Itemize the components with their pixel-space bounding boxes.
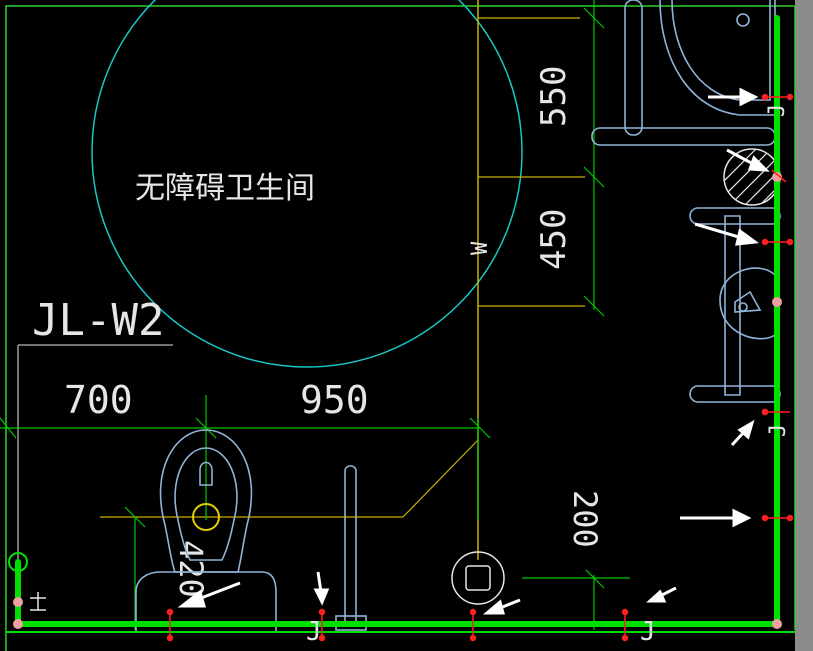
dim-tick-200 bbox=[585, 569, 605, 589]
toilet-bowl-outer bbox=[159, 429, 253, 573]
urinal-outlet bbox=[734, 290, 762, 313]
floor-drain-grate bbox=[465, 565, 491, 591]
dim-tick-1 bbox=[583, 7, 605, 29]
dim-950: 950 bbox=[300, 378, 369, 422]
riser-valve-symbol bbox=[30, 592, 46, 611]
dim-420: 420 bbox=[172, 540, 210, 598]
pipe-nodes bbox=[13, 172, 782, 629]
dim-tick-420 bbox=[124, 506, 146, 528]
basin-outer bbox=[659, 0, 776, 116]
basin-tap bbox=[736, 13, 750, 27]
valve-markers bbox=[166, 93, 794, 642]
sheet-frame bbox=[5, 5, 796, 651]
toilet-flush bbox=[199, 461, 213, 486]
dim-tick-h1 bbox=[0, 417, 17, 439]
turning-circle bbox=[91, 0, 523, 368]
toilet-axis-diagonal bbox=[402, 439, 479, 518]
dim-700: 700 bbox=[64, 378, 133, 422]
fixture-tag-j-1: J bbox=[306, 617, 322, 647]
fixture-tag-j-4: J bbox=[766, 424, 791, 437]
riser-symbol bbox=[8, 552, 28, 572]
supply-pipe bbox=[15, 15, 780, 627]
urinal-drain-dot bbox=[738, 302, 748, 312]
toilet-bowl-inner bbox=[174, 447, 238, 561]
annotation-arrows bbox=[177, 87, 770, 615]
dim-tick-3 bbox=[583, 295, 605, 317]
fixture-tag-j-2: J bbox=[640, 617, 656, 647]
dim-tick-h3 bbox=[469, 417, 491, 439]
dim-450: 450 bbox=[534, 209, 574, 270]
fixture-tag-j-3: J bbox=[765, 104, 790, 117]
dim-tick-2 bbox=[583, 166, 605, 188]
basin-rail-vertical bbox=[624, 0, 643, 136]
pipe-tag-label: JL-W2 bbox=[32, 295, 164, 346]
toilet-drain-circle bbox=[192, 503, 220, 531]
room-label: 无障碍卫生间 bbox=[135, 171, 315, 206]
urinal-rail-left bbox=[724, 215, 741, 396]
viewport-right-edge bbox=[794, 0, 813, 651]
dim-550: 550 bbox=[534, 66, 574, 127]
floor-drain-outer bbox=[451, 551, 505, 605]
pipe-shaft-hatched bbox=[723, 148, 781, 206]
axis-symbol-w: W bbox=[468, 241, 493, 255]
drawing-background bbox=[0, 0, 795, 651]
dim-200: 200 bbox=[566, 490, 604, 548]
